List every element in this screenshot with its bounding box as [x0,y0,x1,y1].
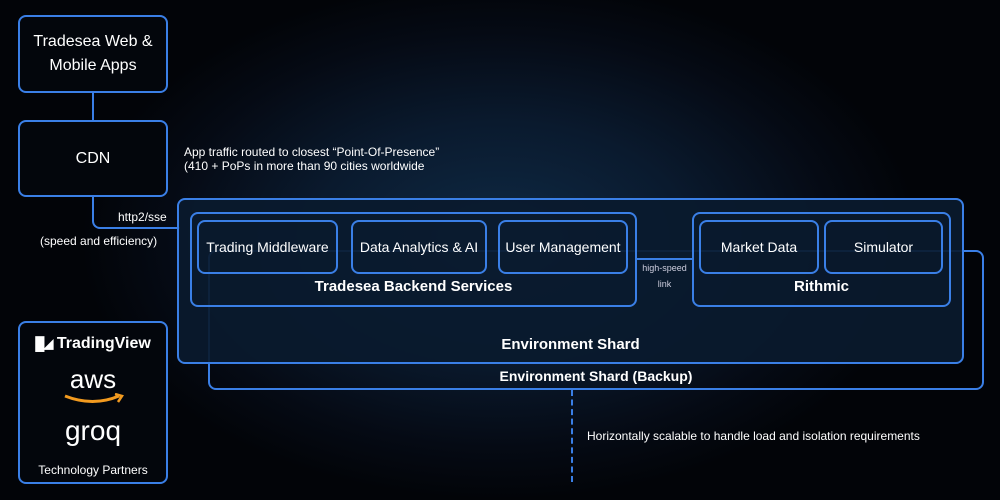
scaling-note: Horizontally scalable to handle load and… [587,429,920,443]
tradingview-icon: █◢ [35,336,53,351]
service-simulator[interactable]: Simulator [824,220,943,274]
technology-partners-box: █◢ TradingView aws groq Technology Partn… [18,321,168,484]
backend-title: Tradesea Backend Services [314,278,513,295]
partners-caption: Technology Partners [38,463,148,477]
protocol-label: http2/sse [118,210,167,224]
service-data-analytics[interactable]: Data Analytics & AI [351,220,487,274]
link-label-2: link [657,279,672,289]
shard-title: Environment Shard [501,336,640,353]
scaling-dashed-line [571,390,573,482]
tradingview-logo: █◢ TradingView [35,335,151,352]
cdn-note-line2: (410 + PoPs in more than 90 cities world… [184,159,425,173]
rithmic-title: Rithmic [793,278,849,295]
cdn-box[interactable]: CDN [18,120,168,197]
client-apps-box[interactable]: Tradesea Web & Mobile Apps [18,15,168,93]
high-speed-link-line [636,258,693,260]
groq-logo: groq [64,415,122,446]
aws-logo: aws [20,365,166,403]
cdn-note-line1: App traffic routed to closest “Point-Of-… [184,145,440,159]
service-user-management[interactable]: User Management [498,220,628,274]
connector-apps-cdn [92,93,94,121]
aws-smile-icon [64,393,124,403]
backup-shard-title: Environment Shard (Backup) [499,368,693,384]
environment-shard: Environment Shard [177,198,964,364]
rithmic-group: Market Data Simulator Rithmic [692,212,951,307]
service-trading-middleware[interactable]: Trading Middleware [197,220,338,274]
protocol-note: (speed and efficiency) [40,234,158,248]
link-label-1: high-speed [642,263,687,273]
backend-services-group: Trading Middleware Data Analytics & AI U… [190,212,637,307]
connector-cdn-shard [92,195,180,229]
service-market-data[interactable]: Market Data [699,220,819,274]
